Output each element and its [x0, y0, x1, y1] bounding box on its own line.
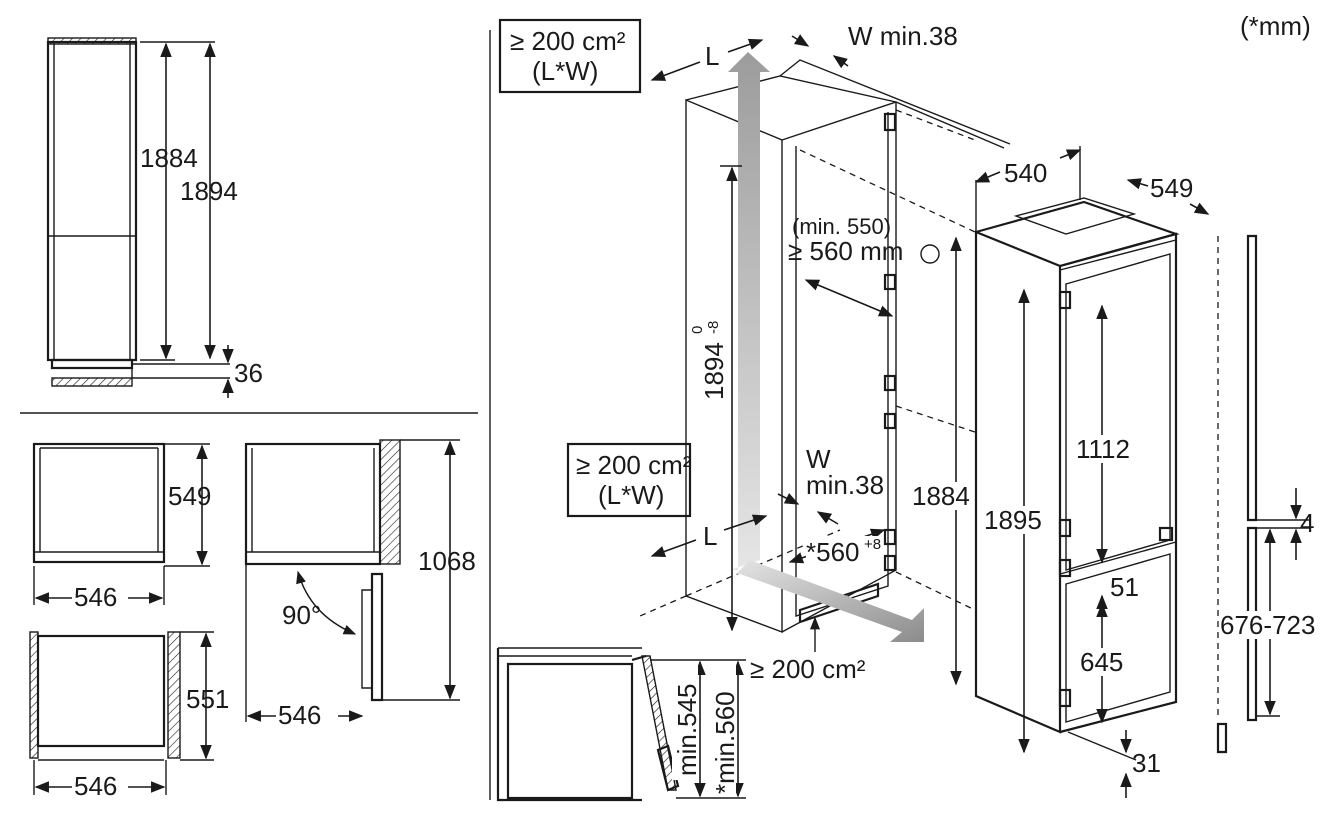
fridge-door-height: 1112 — [1076, 434, 1130, 464]
plinth-vent: ≥ 200 cm² — [750, 654, 866, 684]
plan-top-width: 546 — [74, 582, 117, 612]
panel-top-gap: 4 — [1300, 508, 1314, 538]
side-view: 1884 1894 36 — [46, 37, 263, 398]
plan-view-door-open: 1068 90° 546 — [244, 439, 476, 730]
niche-tol-bottom: -8 — [705, 321, 722, 334]
vent-bottom-box — [566, 442, 692, 518]
niche-width: *560 — [806, 537, 860, 567]
vent-bottom-area: ≥ 200 cm² — [576, 450, 692, 480]
plan-top-depth: 549 — [168, 481, 211, 511]
side-plinth-gap: 36 — [234, 358, 263, 388]
panel-range: 676-723 — [1220, 610, 1315, 640]
plan-bottom-depth: 551 — [186, 684, 229, 714]
depth-min-2: ≥ 560 mm — [788, 236, 903, 266]
bottom-gap: 31 — [1132, 748, 1161, 778]
section-min-b: *min.560 — [710, 691, 740, 794]
side-outer-height: 1894 — [180, 176, 238, 206]
vent-top-box — [498, 18, 642, 94]
section-min-a: min.545 — [672, 684, 702, 777]
appliance-depth: 549 — [1150, 173, 1193, 203]
smiley-icon — [920, 244, 940, 264]
door-open-depth: 1068 — [418, 546, 476, 576]
airflow-in-arrow — [736, 560, 924, 642]
appliance-width: 540 — [1004, 158, 1047, 188]
door-open-angle: 90° — [282, 600, 321, 630]
door-open-width: 546 — [278, 700, 321, 730]
vent-top-w: W min.38 — [848, 21, 958, 51]
vent-bottom-w1: W — [806, 444, 831, 474]
appliance-height-total: 1895 — [984, 505, 1042, 535]
niche-3d: L W min.38 ≥ 200 cm² (L*W) ≥ 200 cm² (L*… — [498, 18, 1011, 684]
niche-height: 1894 — [699, 342, 729, 400]
plan-view-bottom: 551 546 — [29, 631, 229, 801]
plan-view-top: 549 546 — [32, 442, 211, 612]
freezer-door-height: 645 — [1080, 647, 1123, 677]
niche-tol-top: 0 — [689, 326, 706, 334]
units-note: (*mm) — [1240, 11, 1311, 41]
vent-bottom-w2: min.38 — [806, 470, 884, 500]
niche-width-tol: +8 — [864, 536, 881, 553]
plan-bottom-width: 546 — [74, 771, 117, 801]
vent-bottom-l: L — [703, 521, 717, 551]
vent-top-l: L — [705, 41, 719, 71]
side-inner-height: 1884 — [140, 143, 198, 173]
vent-top-area: ≥ 200 cm² — [510, 26, 626, 56]
section-detail: min.545 *min.560 — [496, 647, 746, 802]
vent-bottom-formula: (L*W) — [598, 480, 664, 510]
depth-min-1: (min. 550) — [792, 214, 891, 239]
vent-top-formula: (L*W) — [532, 56, 598, 86]
door-gap: 51 — [1110, 572, 1139, 602]
airflow-up-arrow — [728, 52, 770, 570]
door-panel-profile: 4 676-723 — [1216, 234, 1328, 754]
appliance-height-body: 1884 — [912, 481, 970, 511]
appliance: 540 549 1884 1895 1112 51 645 31 — [912, 146, 1210, 798]
